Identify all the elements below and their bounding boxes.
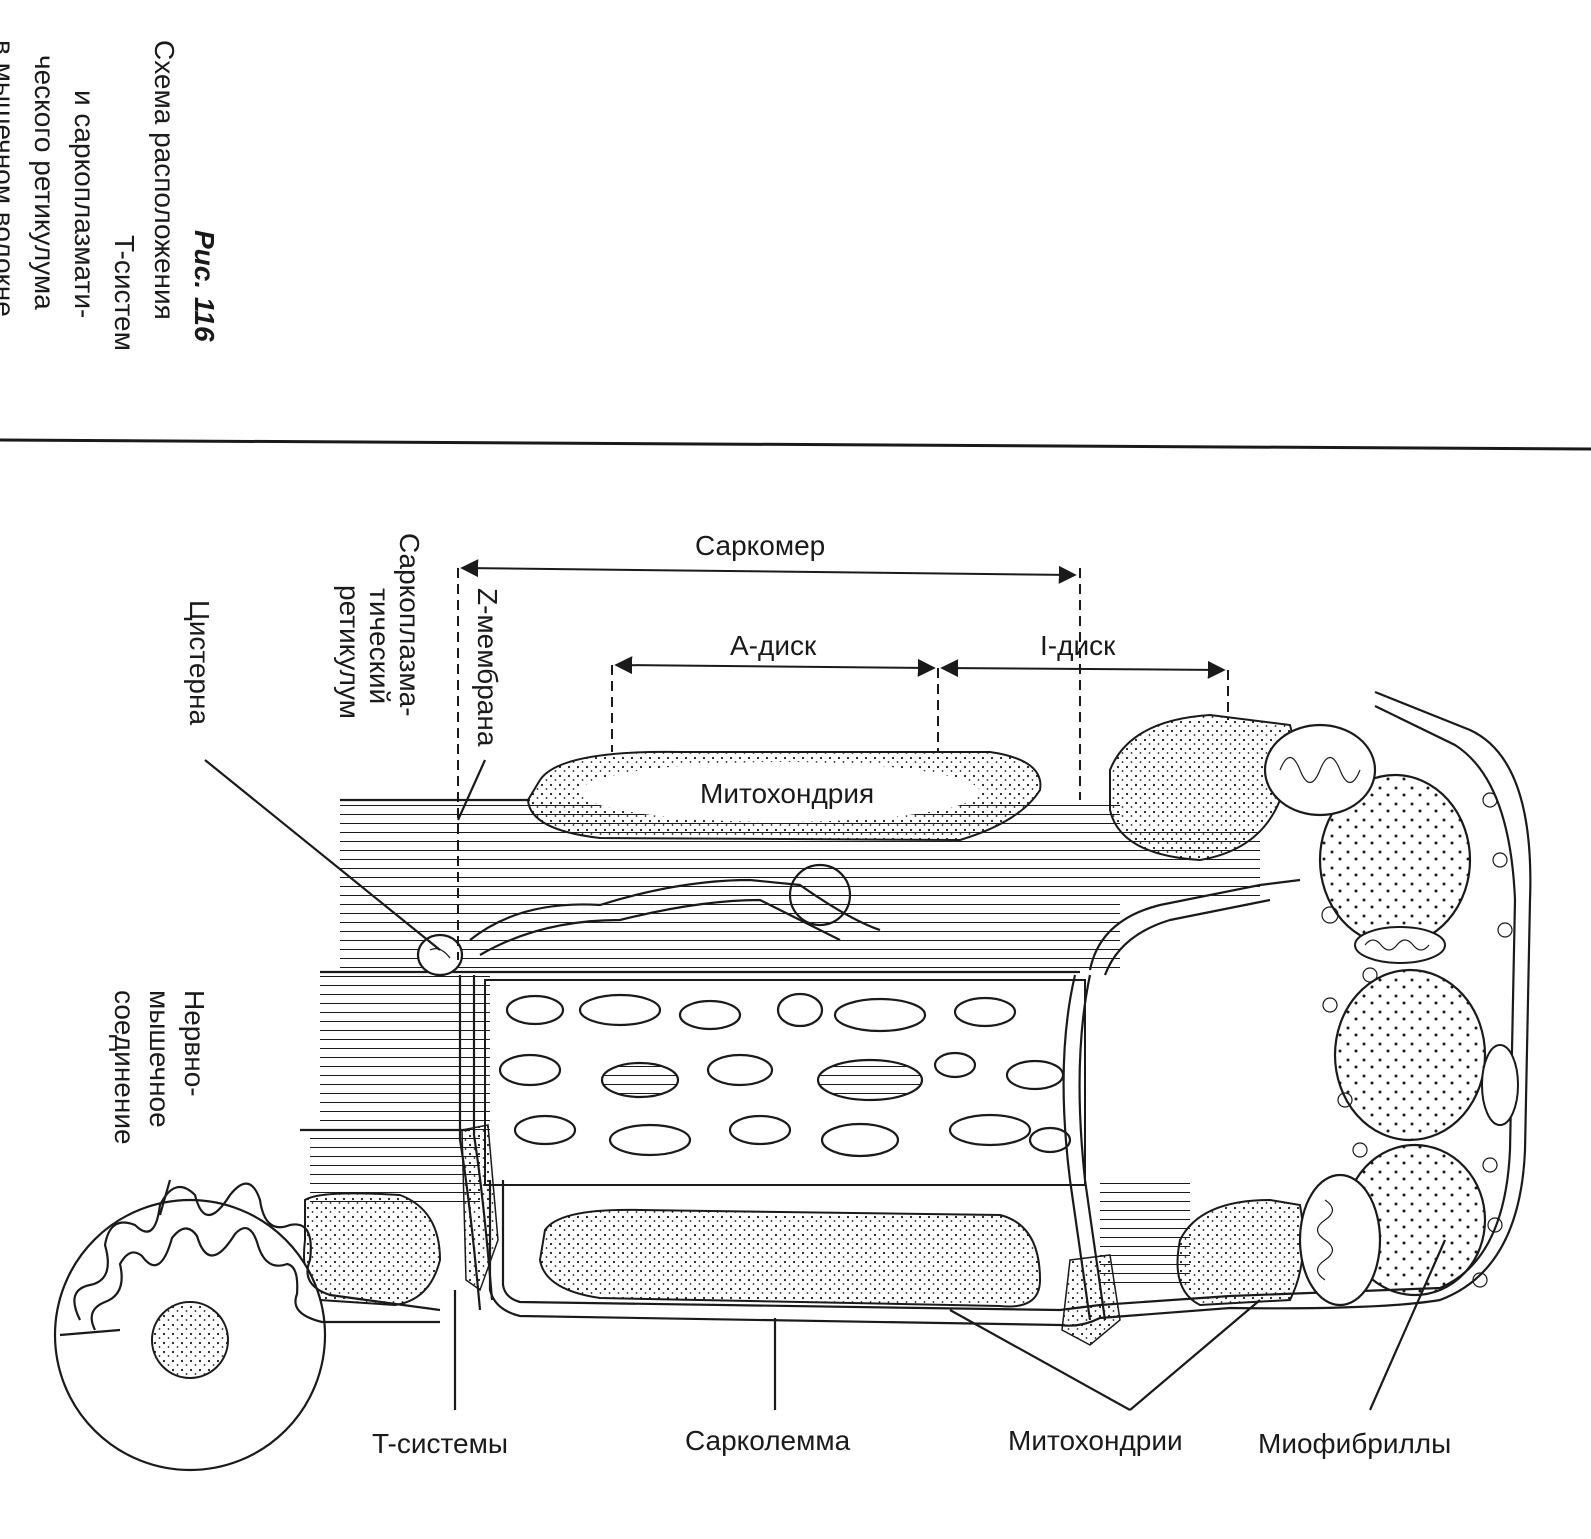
label-mitochondrion: Митохондрия bbox=[700, 778, 874, 809]
separator-line bbox=[0, 438, 1591, 451]
label-cistern: Цистерна bbox=[184, 600, 215, 725]
dimension-lines bbox=[457, 559, 1229, 960]
label-a-disc: A-диск bbox=[730, 630, 817, 661]
cross-section bbox=[1263, 723, 1519, 1307]
mitochondrion-bottom bbox=[538, 1208, 1042, 1308]
t-system-dense-column bbox=[461, 1124, 1121, 1346]
label-z-membrane: Z-мембрана bbox=[472, 588, 503, 747]
cistern bbox=[416, 933, 464, 977]
caption-line-1: Схема расположения bbox=[149, 40, 180, 320]
svg-text:соединение: соединение bbox=[109, 990, 140, 1145]
caption-line-2: T-систем bbox=[109, 235, 140, 351]
label-myofibrils: Миофибриллы bbox=[1258, 1428, 1451, 1459]
label-sarcoplasmic-reticulum: Саркоплазма- тический ретикулум bbox=[334, 533, 425, 719]
leader-lines bbox=[158, 759, 1447, 1411]
svg-text:ретикулум: ретикулум bbox=[334, 585, 365, 719]
svg-text:тический: тический bbox=[364, 588, 395, 704]
label-mitochondria: Митохондрии bbox=[1008, 1425, 1183, 1456]
svg-text:Цистерна: Цистерна bbox=[184, 600, 215, 725]
caption-line-4: ческого ретикулума bbox=[29, 55, 60, 310]
mitochondria-group bbox=[303, 713, 1305, 1308]
label-sarcomere: Саркомер bbox=[695, 530, 825, 561]
svg-text:Нервно-: Нервно- bbox=[179, 990, 210, 1097]
label-t-systems: T-системы bbox=[372, 1428, 508, 1459]
neuromuscular-junction bbox=[53, 1182, 441, 1472]
figure-caption: Рис. 116 Схема расположения T-систем и с… bbox=[0, 40, 220, 351]
label-neuromuscular-junction: Нервно- мышечное соединение bbox=[109, 990, 210, 1145]
mitochondrion-lower-right bbox=[1176, 1198, 1305, 1307]
sarcoplasmic-reticulum-network bbox=[484, 979, 1086, 1186]
label-i-disc: I-диск bbox=[1040, 630, 1116, 661]
caption-figure-number: Рис. 116 bbox=[189, 230, 220, 342]
upper-reticulum-tubules bbox=[469, 863, 1301, 976]
caption-line-3: и саркоплазмати- bbox=[69, 90, 100, 318]
svg-text:мышечное: мышечное bbox=[144, 990, 175, 1128]
caption-line-5: в мышечном волокне bbox=[0, 40, 20, 317]
mitochondrion-upper-right bbox=[1109, 713, 1295, 862]
label-sarcolemma: Сарколемма bbox=[685, 1425, 851, 1456]
sarcolemma-outline bbox=[488, 690, 1532, 1327]
svg-text:Z-мембрана: Z-мембрана bbox=[472, 588, 503, 747]
fiber-outline bbox=[300, 690, 1532, 1327]
svg-text:Саркоплазма-: Саркоплазма- bbox=[394, 533, 425, 717]
mitochondrion-nmj bbox=[303, 1192, 442, 1307]
